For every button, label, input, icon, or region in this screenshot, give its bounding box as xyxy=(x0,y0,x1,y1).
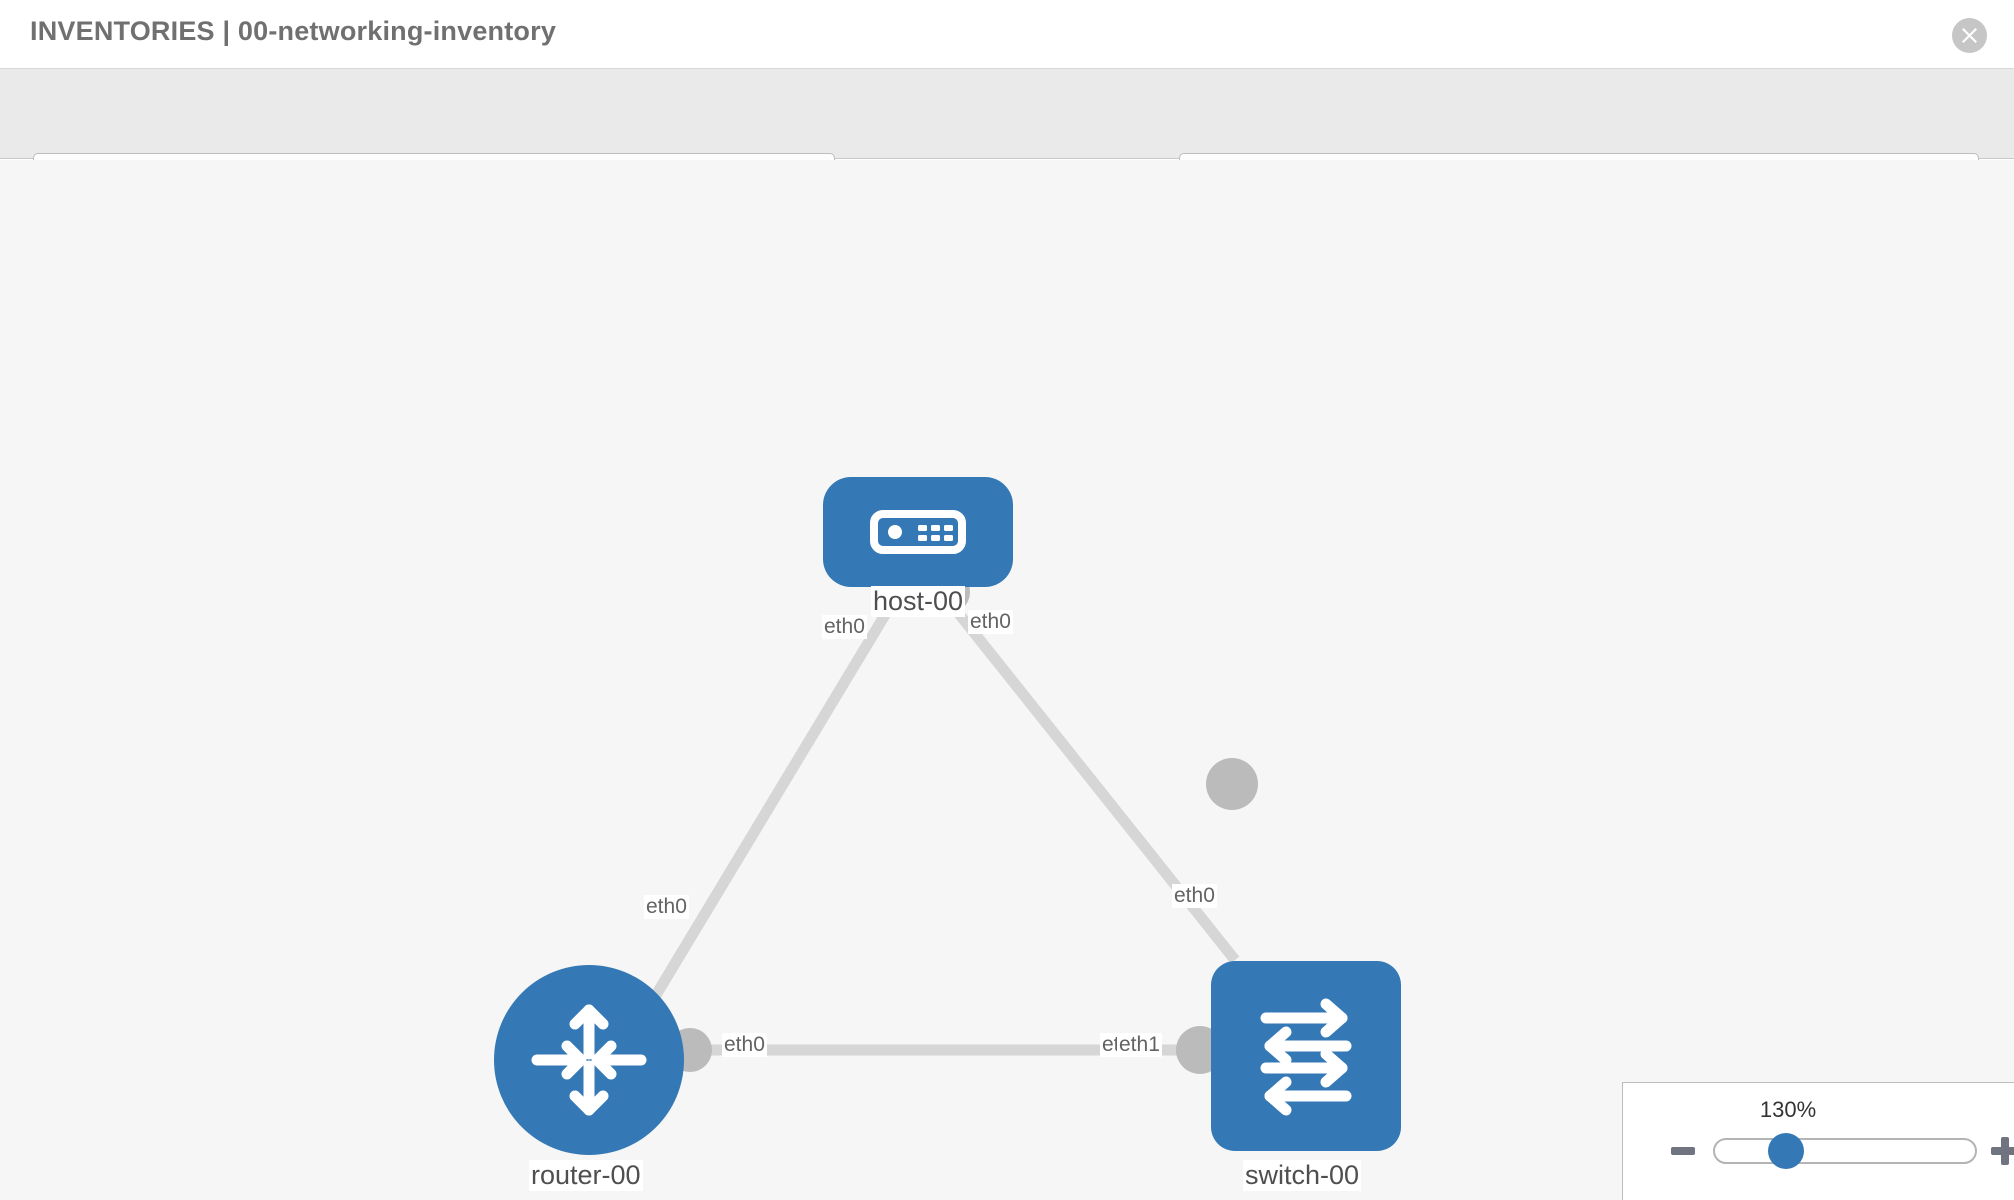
toolbar: ACTIONS SEARCH xyxy=(0,69,2014,208)
zoom-slider-thumb[interactable] xyxy=(1768,1133,1804,1169)
close-icon[interactable] xyxy=(1952,18,1987,53)
node-router-00[interactable] xyxy=(494,965,684,1155)
topology-graph xyxy=(645,570,1258,1074)
zoom-slider[interactable] xyxy=(1713,1138,1977,1164)
interface-label-router-right: eth0 xyxy=(722,1033,767,1057)
interface-dot-switch-up xyxy=(1206,758,1258,810)
interface-label-switch-up: eth0 xyxy=(1172,884,1217,908)
zoom-control-panel: 130% xyxy=(1622,1082,2014,1200)
router-arrows-icon xyxy=(531,1004,647,1116)
node-label-host-00: host-00 xyxy=(871,586,966,617)
node-switch-00[interactable] xyxy=(1211,961,1401,1151)
server-icon xyxy=(870,510,966,554)
page-title: INVENTORIES | 00-networking-inventory xyxy=(30,16,557,46)
node-label-router-00: router-00 xyxy=(529,1160,643,1191)
switch-arrows-icon xyxy=(1260,998,1352,1116)
interface-label-host-left: eth0 xyxy=(822,615,867,639)
link-host-router xyxy=(645,587,905,1008)
minus-icon[interactable] xyxy=(1671,1147,1695,1155)
plus-icon[interactable] xyxy=(1991,1137,2014,1165)
interface-label-switch-left-b: eth1 xyxy=(1117,1033,1162,1057)
interface-label-host-right: eth0 xyxy=(968,610,1013,634)
zoom-level-label: 130% xyxy=(1759,1097,1817,1122)
title-bar: INVENTORIES | 00-networking-inventory xyxy=(0,0,2014,69)
node-host-00[interactable] xyxy=(823,477,1013,587)
topology-canvas[interactable]: host-00 router-00 switch-00 eth0 eth0 et… xyxy=(0,160,2014,1200)
interface-label-router-up: eth0 xyxy=(644,895,689,919)
node-label-switch-00: switch-00 xyxy=(1243,1160,1362,1191)
